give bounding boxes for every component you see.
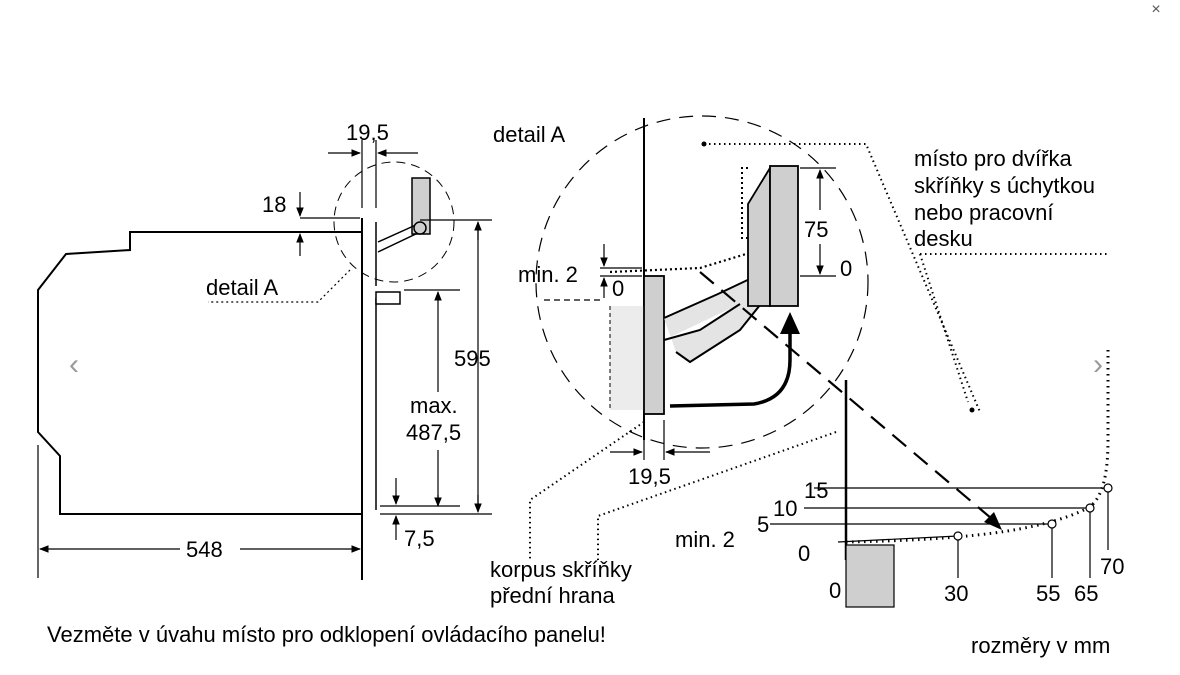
oven-dimension-labels: 19,5 18 detail A 595 max. 487,5 548 7,5 <box>186 120 491 562</box>
units-label: rozměry v mm <box>971 633 1110 658</box>
cabinet-pointer <box>529 421 837 560</box>
dim-548: 548 <box>186 537 223 562</box>
dim-18: 18 <box>262 192 286 217</box>
door-note-line-3: nebo pracovní <box>914 200 1053 225</box>
door-note-line-4: desku <box>914 226 973 251</box>
door-note: místo pro dvířka skříňky s úchytkou nebo… <box>914 146 1095 251</box>
x-label-55: 55 <box>1036 581 1060 606</box>
previous-image-icon[interactable]: ‹ <box>69 348 79 381</box>
dim-487-5: 487,5 <box>406 420 461 445</box>
footer-note: Vezměte v úvahu místo pro odklopení ovlá… <box>47 622 606 647</box>
door-note-line-1: místo pro dvířka <box>914 146 1072 171</box>
zero-right: 0 <box>840 256 852 281</box>
dim-595: 595 <box>454 346 491 371</box>
oven-dimensions <box>39 140 492 553</box>
swing-arc-labels: 15 10 5 min. 2 0 0 30 55 65 70 <box>675 478 1124 606</box>
arc-label-5: 5 <box>757 512 769 537</box>
x-label-65: 65 <box>1074 581 1098 606</box>
x-label-0: 0 <box>829 578 841 603</box>
dim-19-5-bottom: 19,5 <box>628 464 671 489</box>
detail-a-dimensions <box>544 167 1002 530</box>
door-note-line-2: skříňky s úchytkou <box>914 173 1095 198</box>
zero-detail: 0 <box>612 276 624 301</box>
detail-a-view <box>535 115 1108 449</box>
dim-max: max. <box>410 393 458 418</box>
dim-19-5-top: 19,5 <box>346 120 389 145</box>
arc-label-min-2: min. 2 <box>675 527 735 552</box>
x-label-30: 30 <box>944 581 968 606</box>
cabinet-line-2: přední hrana <box>490 583 616 608</box>
cabinet-line-1: korpus skříňky <box>490 557 632 582</box>
x-label-70: 70 <box>1100 554 1124 579</box>
detail-a-left: detail A <box>206 275 278 300</box>
min-2-detail: min. 2 <box>518 262 578 287</box>
next-image-icon[interactable]: › <box>1093 348 1103 381</box>
swing-arc-diagram <box>770 350 1113 608</box>
close-icon[interactable]: × <box>1151 1 1161 18</box>
detail-a-labels: detail A min. 2 0 19,5 75 0 <box>493 122 852 489</box>
dim-7-5: 7,5 <box>404 526 435 551</box>
arc-label-0: 0 <box>798 541 810 566</box>
arc-label-15: 15 <box>804 478 828 503</box>
cabinet-labels: korpus skříňky přední hrana <box>490 557 632 608</box>
detail-a-title: detail A <box>493 122 565 147</box>
arc-label-10: 10 <box>773 496 797 521</box>
dim-75: 75 <box>804 217 828 242</box>
oven-side-view <box>37 161 455 580</box>
